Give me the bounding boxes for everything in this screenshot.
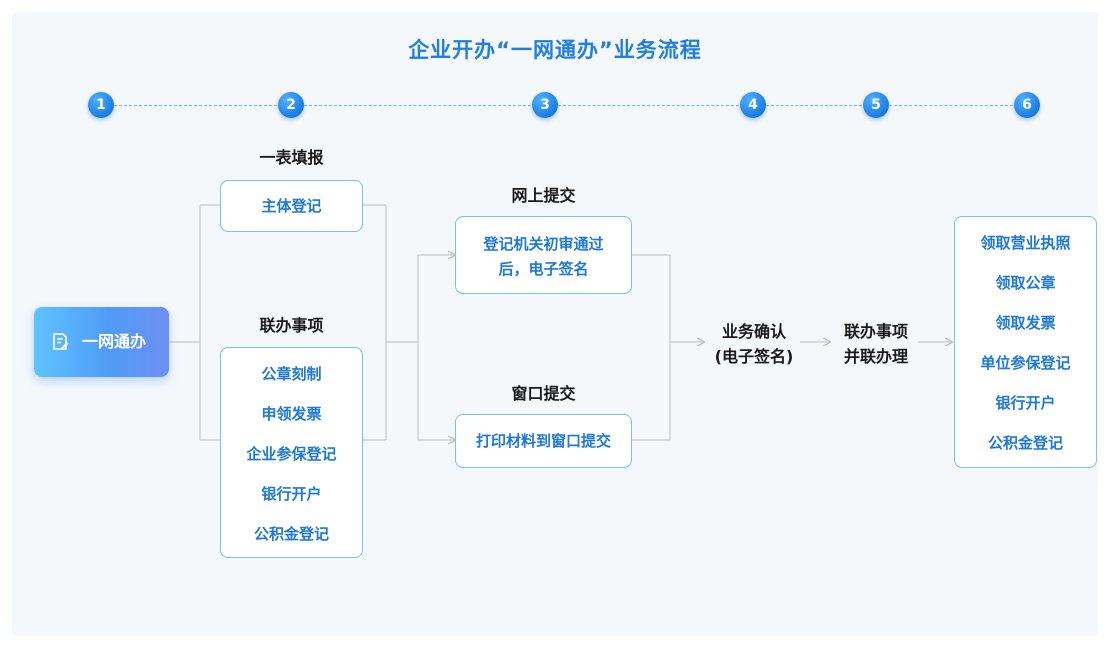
- document-edit-icon: [50, 332, 70, 356]
- window-submit-label: 打印材料到窗口提交: [475, 432, 611, 450]
- step-connector: [558, 105, 739, 106]
- outcome-item: 领取营业执照: [980, 234, 1071, 252]
- outcome-item: 单位参保登记: [980, 354, 1071, 372]
- joint-item: 申领发票: [261, 405, 322, 423]
- step-connector: [114, 105, 277, 106]
- online-submit-line-1: 登记机关初审通过: [483, 235, 604, 253]
- diagram-background: [12, 12, 1098, 636]
- outcome-item: 公积金登记: [987, 434, 1063, 452]
- step-connector: [766, 105, 862, 106]
- outcome-item: 银行开户: [995, 394, 1056, 412]
- joint-item: 企业参保登记: [246, 445, 337, 463]
- business-confirm-line-1: 业务确认: [721, 322, 786, 341]
- start-label: 一网通办: [82, 332, 147, 351]
- diagram-title: 企业开办“一网通办”业务流程: [408, 38, 702, 62]
- step-connector: [889, 105, 1013, 106]
- step-5-badge: 5: [863, 92, 889, 118]
- step-1-badge: 1: [88, 92, 114, 118]
- online-submit-line-2: 后，电子签名: [498, 260, 589, 278]
- step-4-badge: 4: [740, 92, 766, 118]
- online-submit-heading: 网上提交: [511, 186, 576, 205]
- start-node: 一网通办: [34, 307, 169, 377]
- entity-registration-box: 主体登记: [220, 180, 363, 232]
- joint-item: 公章刻制: [261, 365, 322, 383]
- joint-items-heading: 联办事项: [259, 316, 324, 335]
- entity-registration-label: 主体登记: [261, 197, 322, 215]
- step-3-badge: 3: [532, 92, 558, 118]
- window-submit-box: 打印材料到窗口提交: [455, 414, 632, 468]
- online-submit-box: 登记机关初审通过 后，电子签名: [455, 216, 632, 294]
- parallel-handling-line-2: 并联办理: [843, 347, 908, 366]
- business-confirm-line-2: (电子签名): [714, 347, 794, 366]
- form-fill-heading: 一表填报: [259, 148, 324, 167]
- step-6-badge: 6: [1014, 92, 1040, 118]
- joint-items-box: 公章刻制 申领发票 企业参保登记 银行开户 公积金登记: [220, 347, 363, 558]
- joint-item: 公积金登记: [253, 525, 329, 543]
- joint-item: 银行开户: [261, 485, 322, 503]
- outcome-item: 领取公章: [995, 274, 1056, 292]
- parallel-handling-line-1: 联办事项: [843, 322, 908, 341]
- outcomes-box: 领取营业执照 领取公章 领取发票 单位参保登记 银行开户 公积金登记: [954, 216, 1097, 468]
- step-connector: [304, 105, 531, 106]
- step-2-badge: 2: [278, 92, 304, 118]
- outcome-item: 领取发票: [995, 314, 1056, 332]
- window-submit-heading: 窗口提交: [511, 384, 576, 403]
